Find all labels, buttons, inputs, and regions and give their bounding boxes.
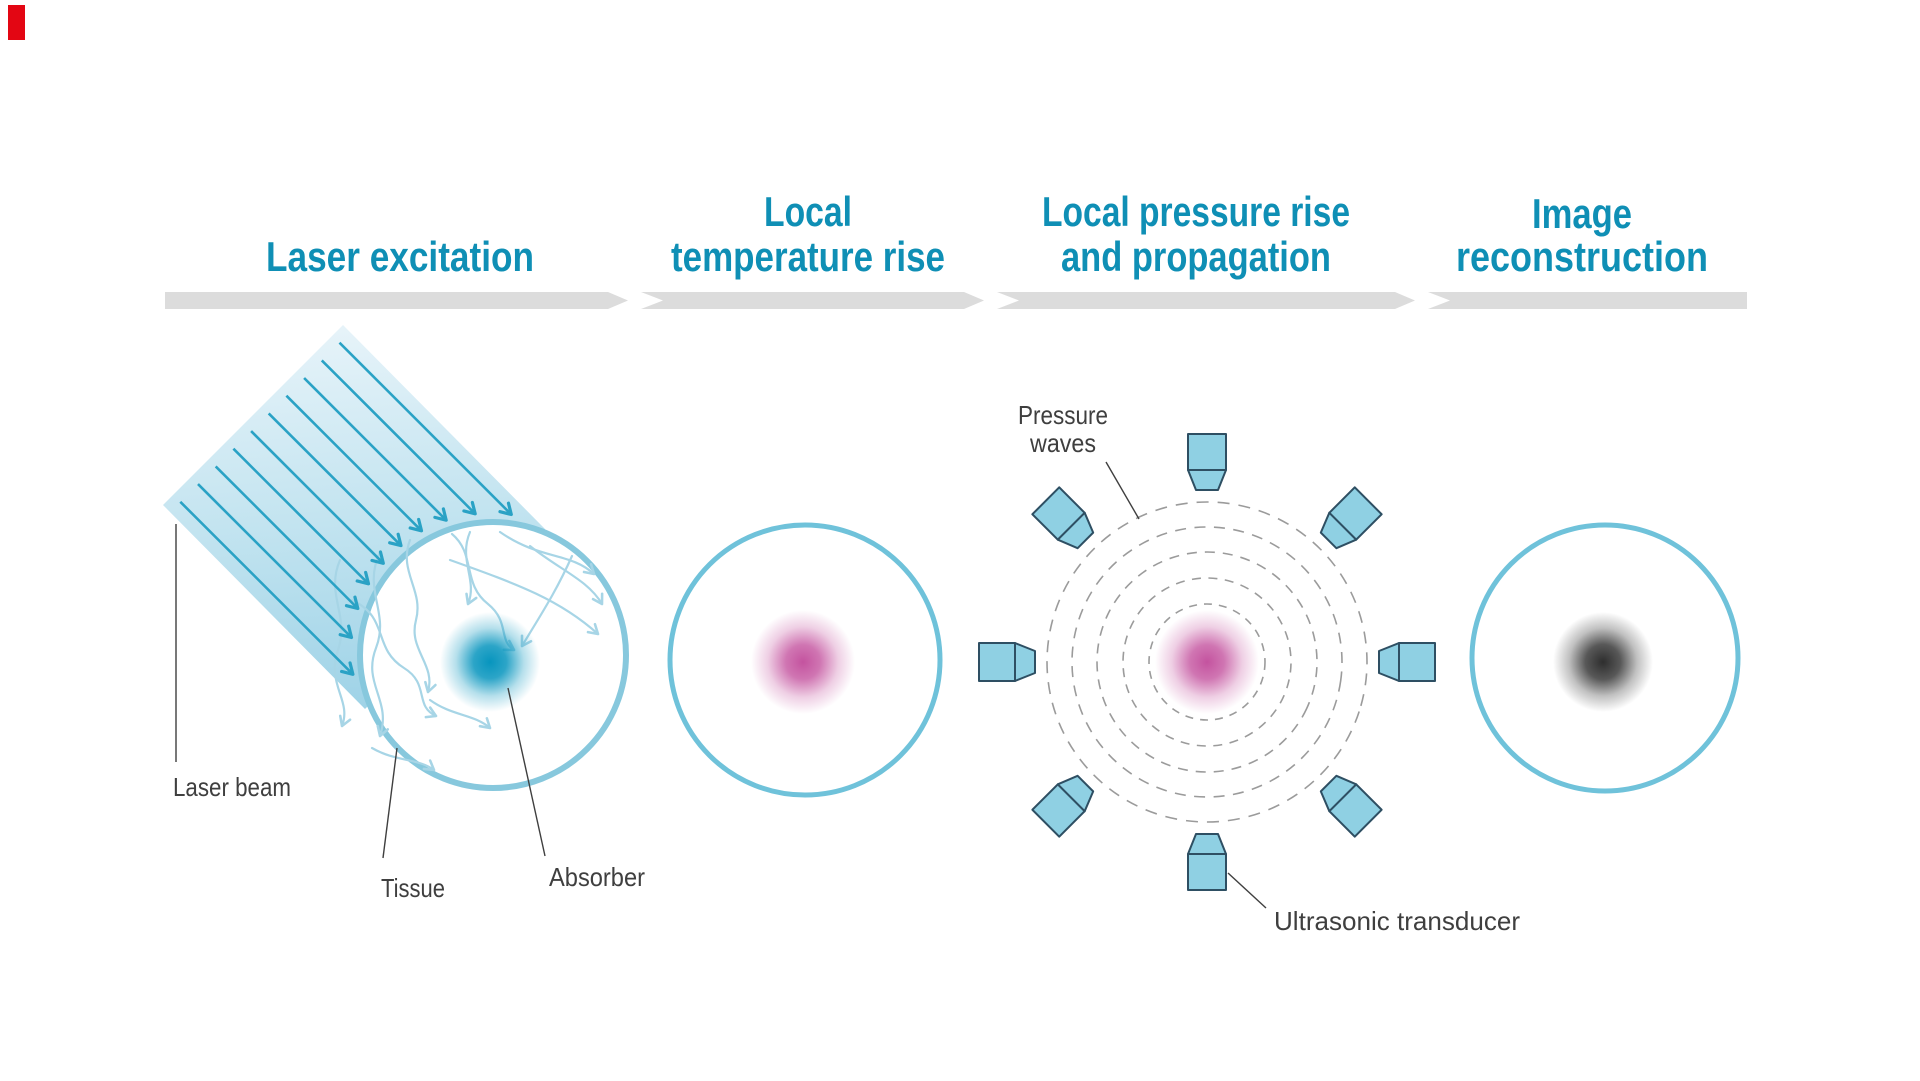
laser-ray	[338, 341, 513, 517]
ultrasonic-transducer-bottom-right	[1319, 774, 1383, 838]
ultrasonic-transducer-top	[1187, 433, 1227, 491]
header-image-reconstruction-line1: Image	[1532, 190, 1632, 237]
scatter-path	[448, 558, 600, 636]
pressure-wave-ring	[1148, 603, 1266, 721]
laser-ray	[232, 447, 371, 586]
ultrasonic-transducer-top-right	[1319, 486, 1383, 550]
header-laser-excitation: Laser excitation	[266, 233, 534, 280]
laser-beam-rays	[179, 341, 513, 676]
scatter-path	[528, 544, 604, 606]
page-corner-mark	[8, 5, 25, 40]
scatter-path	[405, 538, 437, 694]
header-local-temperature-line1: Local	[764, 188, 852, 235]
heated-absorber-dot	[751, 610, 855, 714]
pressure-wave-rings	[1046, 501, 1368, 823]
reconstructed-image-dot	[1553, 612, 1653, 712]
ultrasonic-transducer-label: Ultrasonic transducer	[1274, 906, 1520, 936]
header-local-temperature-line2: temperature rise	[671, 233, 945, 280]
ultrasonic-transducer-bottom-left	[1031, 774, 1095, 838]
pressure-wave-ring	[1096, 551, 1318, 773]
scatter-path	[465, 530, 478, 606]
scatter-path	[371, 550, 390, 738]
panel-laser-excitation: Laser beam Tissue Absorber	[163, 325, 645, 903]
panel-image-reconstruction	[1469, 522, 1741, 794]
laser-ray	[179, 500, 355, 676]
absorber-leader-line	[507, 687, 546, 857]
header-local-pressure-line2: and propagation	[1061, 233, 1331, 280]
laser-ray	[214, 465, 360, 611]
laser-ray	[250, 430, 385, 565]
pressure-waves-label-line1: Pressure	[1018, 400, 1108, 430]
absorber-label: Absorber	[549, 862, 645, 892]
transducer-array	[978, 433, 1436, 891]
scatter-path	[498, 530, 596, 576]
arrow-bar-2	[641, 292, 984, 309]
process-arrow-bars	[165, 292, 1747, 309]
arrow-bar-1	[165, 292, 628, 309]
header-local-pressure-line1: Local pressure rise	[1042, 188, 1350, 235]
pressure-waves-label-line2: waves	[1029, 428, 1096, 458]
laser-beam-label: Laser beam	[173, 772, 291, 802]
pressure-wave-ring	[1071, 526, 1343, 798]
pressure-wave-ring	[1046, 501, 1368, 823]
ultrasonic-transducer-left	[978, 642, 1036, 682]
absorber-dot	[440, 612, 540, 712]
ultrasonic-transducer-top-left	[1031, 486, 1095, 550]
laser-ray	[267, 412, 403, 548]
ultrasonic-transducer-leader-line	[1227, 872, 1267, 909]
panel-temperature-rise	[667, 522, 943, 798]
laser-ray	[320, 359, 477, 516]
scatter-path	[350, 598, 438, 719]
arrow-bar-4	[1428, 292, 1747, 309]
pressure-waves-leader-line	[1105, 461, 1140, 520]
pressure-wave-ring	[1122, 577, 1292, 747]
header-image-reconstruction-line2: reconstruction	[1456, 233, 1708, 280]
pressure-source-dot	[1155, 610, 1259, 714]
ultrasonic-transducer-bottom	[1187, 833, 1227, 891]
ultrasonic-transducer-right	[1378, 642, 1436, 682]
tissue-leader-line	[382, 747, 398, 859]
stage-headers: Laser excitation Local temperature rise …	[266, 188, 1708, 280]
laser-ray	[197, 483, 354, 640]
tissue-label: Tissue	[381, 873, 445, 903]
panel-pressure-propagation: Pressure waves Ultrasonic transducer	[978, 400, 1520, 936]
scatter-path	[428, 698, 492, 730]
laser-ray	[285, 394, 424, 533]
arrow-bar-3	[997, 292, 1415, 309]
laser-ray	[303, 377, 448, 522]
scatter-path	[370, 746, 436, 772]
